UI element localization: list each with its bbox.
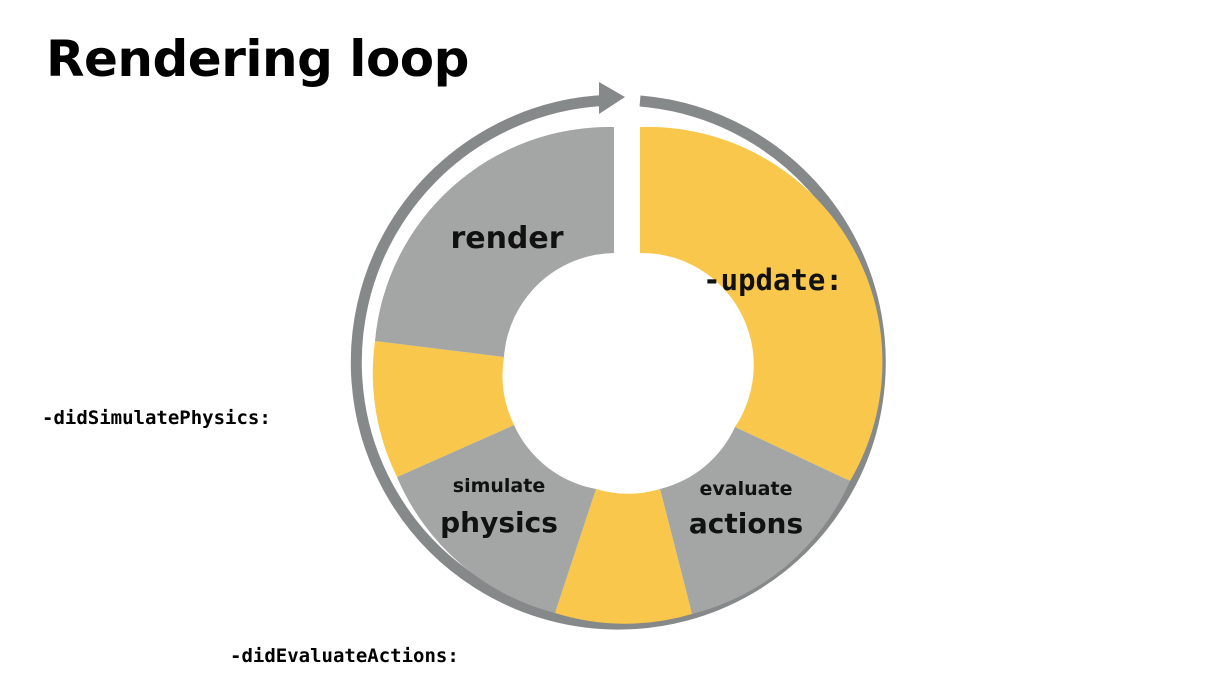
segment-update <box>640 126 883 481</box>
did-simulate-physics-label: -didSimulatePhysics: <box>42 407 271 429</box>
segment-did-evaluate-actions <box>555 489 692 624</box>
segment-did-simulate-physics <box>372 341 514 477</box>
evaluate-label: evaluate <box>700 478 793 500</box>
actions-label: actions <box>689 507 803 540</box>
circular-arrow-icon <box>350 82 886 630</box>
donut <box>372 126 883 624</box>
loop-ring <box>350 94 886 630</box>
loop-arrowhead <box>599 82 625 114</box>
segment-simulate-physics <box>397 425 596 613</box>
render-label: render <box>450 221 563 256</box>
update-label: -update: <box>703 263 843 297</box>
segment-evaluate-actions <box>660 427 850 614</box>
page-title: Rendering loop <box>46 30 469 88</box>
simulate-label: simulate <box>453 475 545 497</box>
did-evaluate-actions-label: -didEvaluateActions: <box>230 645 459 667</box>
physics-label: physics <box>440 506 558 539</box>
segment-render <box>375 126 614 357</box>
